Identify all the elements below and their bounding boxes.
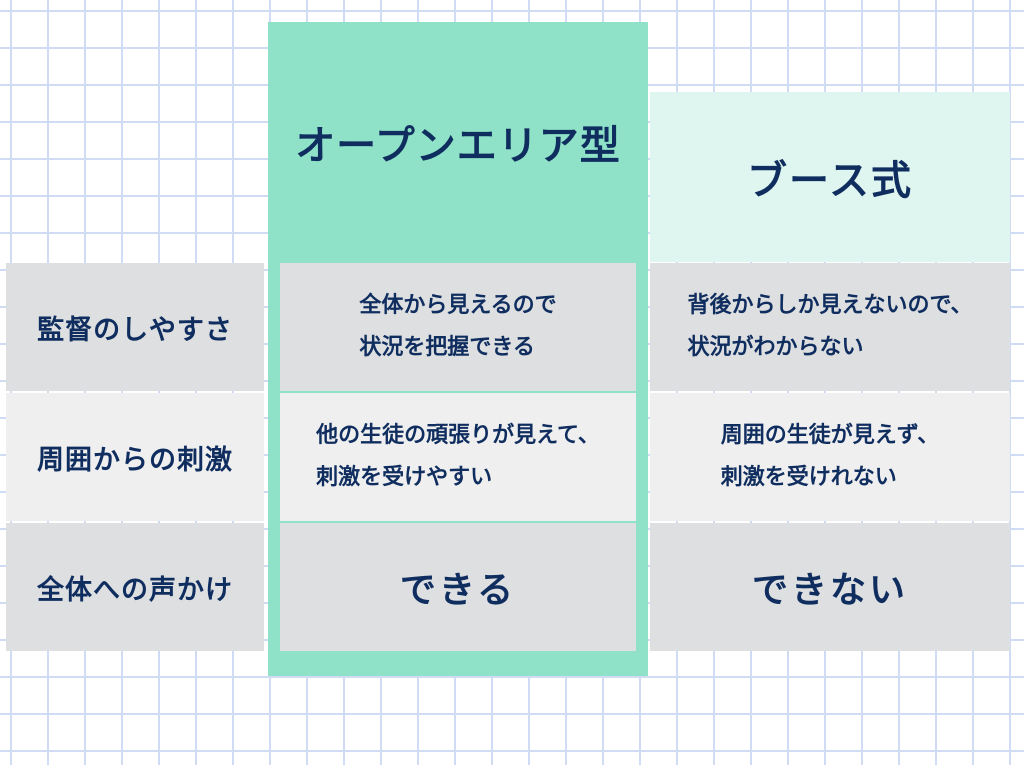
cell-booth-stimulation: 周囲の生徒が見えず、 刺激を受けれない bbox=[650, 393, 1010, 521]
column-header-open-area: オープンエリア型 bbox=[295, 123, 621, 169]
row-label-stimulation: 周囲からの刺激 bbox=[6, 393, 264, 521]
cell-open-area-supervision: 全体から見えるので 状況を把握できる bbox=[280, 263, 636, 391]
cell-open-area-group-address: できる bbox=[280, 523, 636, 651]
cell-booth-supervision: 背後からしか見えないので、 状況がわからない bbox=[650, 263, 1010, 391]
row-label-supervision: 監督のしやすさ bbox=[6, 263, 264, 391]
cell-booth-group-address: できない bbox=[650, 523, 1010, 651]
column-header-booth: ブース式 bbox=[650, 92, 1010, 262]
row-label-group-address: 全体への声かけ bbox=[6, 523, 264, 651]
cell-open-area-stimulation: 他の生徒の頑張りが見えて、 刺激を受けやすい bbox=[280, 393, 636, 521]
